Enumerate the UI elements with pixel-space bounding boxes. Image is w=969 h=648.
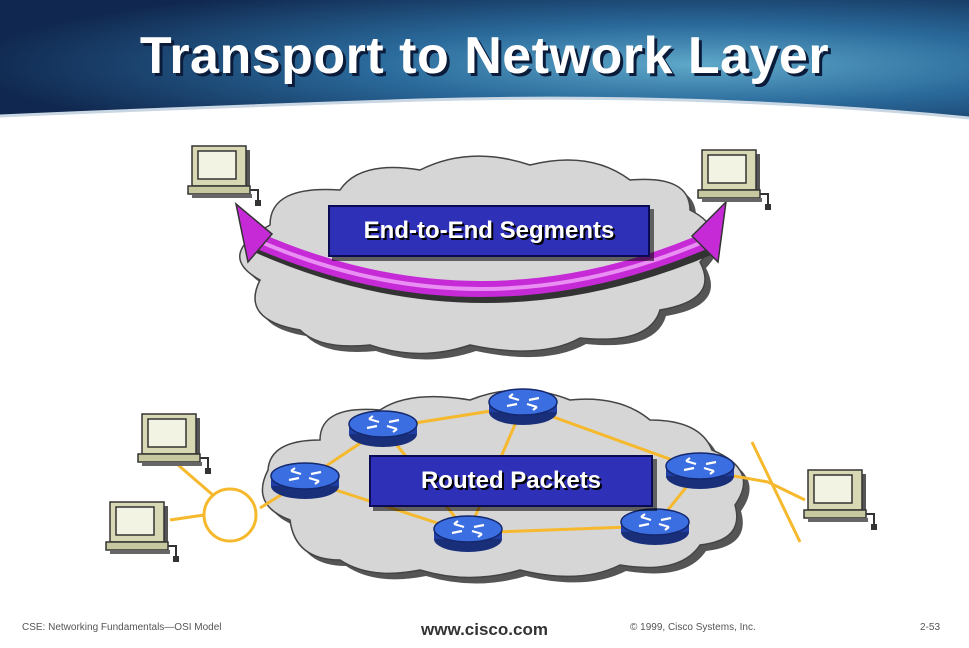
packets-label: Routed Packets [369,455,653,507]
footer-copyright: © 1999, Cisco Systems, Inc. [630,622,756,633]
router-icon [432,514,504,554]
segments-arrow [234,199,728,303]
page-title: Transport to Network Layer [139,27,830,85]
slide-header: Transport to Network Layer [0,0,969,120]
router-icon [269,461,341,501]
footer-course: CSE: Networking Fundamentals—OSI Model [22,622,222,633]
pc-left-upper-icon [137,413,212,475]
header-background [0,0,969,120]
pc-right-top-icon [697,149,772,211]
router-icon [487,387,559,427]
pc-left-lower-icon [105,501,180,563]
footer-site-link[interactable]: www.cisco.com [421,620,548,639]
segments-label: End-to-End Segments [328,205,650,257]
router-icon [664,451,736,491]
router-icon [347,409,419,449]
footer-page-number: 2-53 [920,622,941,633]
pc-right-bottom-icon [803,469,878,531]
router-icon [619,507,691,547]
pc-left-top-icon [187,145,262,207]
